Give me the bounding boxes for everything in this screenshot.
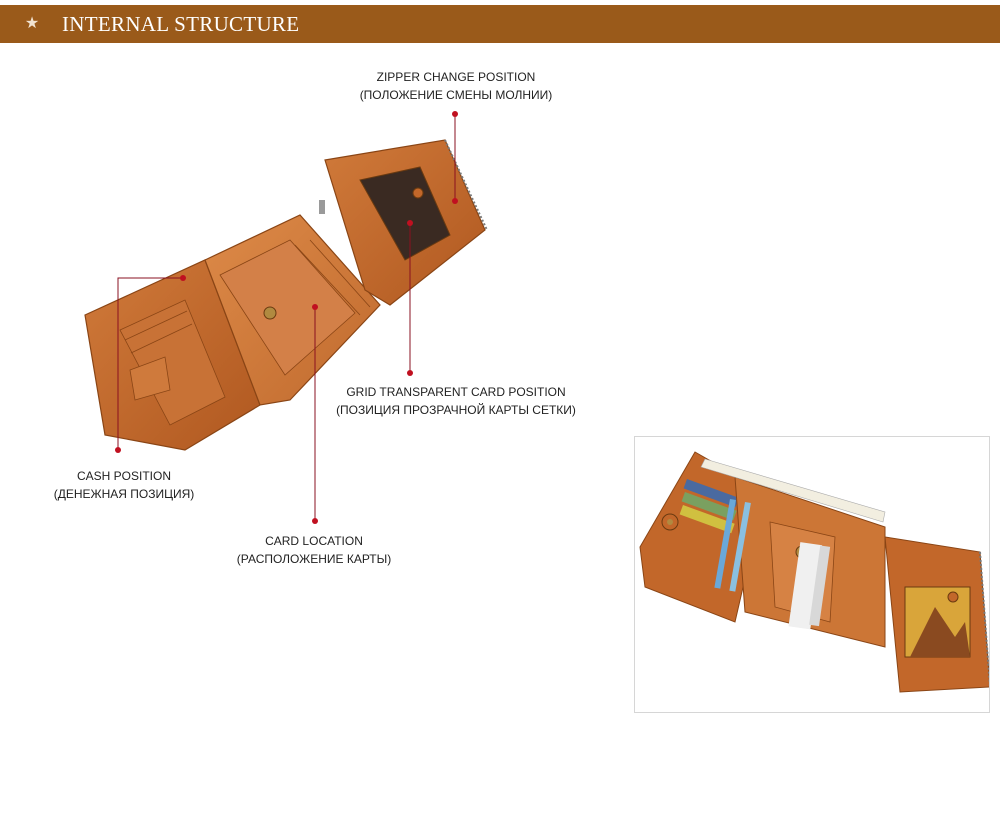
callout-cash-ru: (ДЕНЕЖНАЯ ПОЗИЦИЯ) bbox=[53, 487, 195, 501]
section-title: INTERNAL STRUCTURE bbox=[62, 12, 300, 36]
wallet-filled-photo bbox=[639, 451, 991, 693]
callout-grid: GRID TRANSPARENT CARD POSITION (ПОЗИЦИЯ … bbox=[318, 383, 594, 419]
callout-card-ru: (РАСПОЛОЖЕНИЕ КАРТЫ) bbox=[236, 552, 392, 566]
callout-zipper-ru: (ПОЛОЖЕНИЕ СМЕНЫ МОЛНИИ) bbox=[359, 88, 553, 102]
star-icon: ★ bbox=[24, 13, 40, 32]
callout-card-en: CARD LOCATION bbox=[265, 534, 363, 548]
callout-card: CARD LOCATION (РАСПОЛОЖЕНИЕ КАРТЫ) bbox=[222, 532, 406, 568]
section-header: ★ INTERNAL STRUCTURE bbox=[0, 5, 1000, 43]
callout-grid-ru: (ПОЗИЦИЯ ПРОЗРАЧНОЙ КАРТЫ СЕТКИ) bbox=[336, 403, 576, 417]
callout-cash: CASH POSITION (ДЕНЕЖНАЯ ПОЗИЦИЯ) bbox=[40, 467, 208, 503]
wallet-photo-frame bbox=[634, 436, 991, 713]
callout-cash-en: CASH POSITION bbox=[76, 469, 171, 483]
callout-zipper: ZIPPER CHANGE POSITION (ПОЛОЖЕНИЕ СМЕНЫ … bbox=[343, 68, 569, 104]
callout-grid-en: GRID TRANSPARENT CARD POSITION bbox=[346, 385, 566, 399]
callout-zipper-en: ZIPPER CHANGE POSITION bbox=[376, 70, 536, 84]
